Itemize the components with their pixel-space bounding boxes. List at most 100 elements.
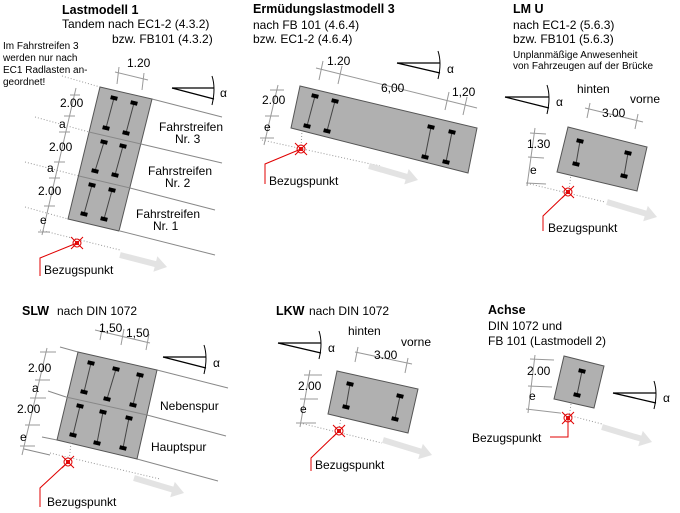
angle-indicator [277, 330, 322, 360]
wheel-icon [76, 403, 84, 409]
panel-ermuedungslastmodell-3: Ermüdungslastmodell 3 nach FB 101 (4.6.4… [253, 2, 478, 188]
panel-title: nach DIN 1072 [309, 304, 389, 318]
wheel-icon [80, 389, 88, 395]
dimension-label: 3.00 [602, 106, 626, 120]
panel-subtitle: nach FB 101 (4.6.4) [253, 18, 359, 32]
direction-arrow [119, 252, 168, 272]
rear-label: hinten [348, 324, 381, 338]
wheel-icon [130, 100, 138, 106]
axle-line [83, 184, 93, 215]
wheel-icon [427, 124, 435, 130]
lane-label: Fahrstreifen [148, 164, 212, 178]
panel-subtitle: bzw. FB101 (4.3.2) [112, 32, 213, 46]
panel-title: nach DIN 1072 [57, 304, 137, 318]
reference-point-icon [334, 426, 344, 436]
angle-line [277, 342, 322, 354]
angle-line [171, 87, 215, 100]
direction-arrow-icon [368, 163, 419, 185]
panel-title: Ermüdungslastmodell 3 [253, 2, 395, 16]
reference-leader-line [39, 461, 69, 507]
reference-point [39, 455, 75, 507]
panel-slw: SLW nach DIN 1072 1,50 1,50 2.00 a [17, 304, 229, 509]
front-label: vorne [630, 92, 660, 106]
angle-arc-icon [211, 75, 215, 106]
dimension-label: e [264, 120, 271, 134]
reference-point-icon [72, 238, 82, 248]
wheel-icon [331, 98, 339, 104]
panel-note: von Fahrzeugen auf der Brücke [513, 61, 654, 72]
reference-point-center [66, 460, 70, 464]
wheel-icon [391, 416, 399, 422]
wheel-icon [93, 440, 101, 446]
reference-leader-line [310, 430, 340, 471]
dimension-lines [20, 323, 161, 480]
reference-point-icon [63, 457, 73, 467]
alpha-symbol: α [213, 356, 220, 370]
axle-line [576, 370, 583, 396]
wheel-icon [69, 432, 77, 438]
dimension-label: e [530, 163, 537, 177]
wheel-icon [129, 402, 137, 408]
reference-point [264, 142, 308, 184]
dimension-label: 1.20 [127, 56, 151, 70]
angle-indicator [162, 344, 207, 375]
axle-line [83, 362, 92, 393]
dimension-label: 3.00 [374, 348, 398, 362]
wheel-icon [80, 211, 88, 217]
panel-subtitle: FB 101 (Lastmodell 2) [488, 334, 606, 348]
axle-line [394, 395, 401, 420]
reference-leader-line [550, 418, 569, 438]
axles [342, 381, 404, 422]
direction-arrow [601, 424, 653, 447]
panel-subtitle: Tandem nach EC1-2 (4.3.2) [62, 17, 209, 31]
angle-line [162, 356, 207, 369]
axle-line [106, 368, 117, 400]
dimension-label: 1,20 [452, 85, 476, 99]
direction-arrow [133, 475, 185, 498]
direction-arrow-icon [382, 437, 432, 460]
reference-point [542, 185, 575, 231]
panel-note: Im Fahrstreifen 3 [3, 41, 79, 52]
dimension-label: e [529, 389, 536, 403]
axles [80, 95, 138, 222]
wheel-icon [576, 138, 584, 144]
dimension-label: a [47, 161, 54, 175]
axle-line [125, 102, 135, 134]
angle-arc-icon [437, 50, 441, 80]
panel-subtitle: DIN 1072 und [488, 319, 562, 333]
dimension-label: e [300, 402, 307, 416]
reference-leader-line [39, 242, 78, 276]
axle-line [445, 131, 453, 163]
lane-divider [65, 396, 148, 416]
reference-label: Bezugspunkt [44, 263, 114, 277]
reference-label: Bezugspunkt [47, 495, 117, 509]
axles [572, 138, 632, 179]
axle-line [114, 145, 124, 176]
direction-arrow-icon [119, 252, 168, 272]
angle-line [504, 96, 550, 109]
dimension-label: 1.30 [527, 137, 551, 151]
wheel-icon [125, 415, 133, 421]
wheel-icon [572, 161, 580, 167]
panel-note: EC1 Radlasten an- [3, 65, 88, 76]
panel-title: Lastmodell 1 [62, 3, 138, 17]
lane-lines [24, 75, 223, 256]
dimension-label: 2.00 [262, 93, 286, 107]
panel-title: Achse [488, 303, 526, 317]
wheel-icon [448, 129, 456, 135]
panel-lm-u: LM U nach EC1-2 (5.6.3) bzw. FB101 (5.6.… [504, 2, 660, 235]
direction-arrow [382, 437, 432, 460]
reference-point-icon [563, 187, 573, 197]
wheel-icon [323, 128, 331, 134]
wheel-icon [342, 404, 350, 410]
angle-indicator [396, 50, 441, 80]
dimension-label: 2.00 [17, 402, 41, 416]
reference-point [310, 424, 346, 471]
axle-line [105, 97, 115, 129]
angle-indicator [171, 75, 215, 106]
reference-point-center [337, 429, 341, 433]
axle-line [424, 126, 432, 158]
vehicle-area [327, 370, 419, 434]
angle-indicator [612, 380, 657, 410]
front-label: vorne [401, 335, 431, 349]
